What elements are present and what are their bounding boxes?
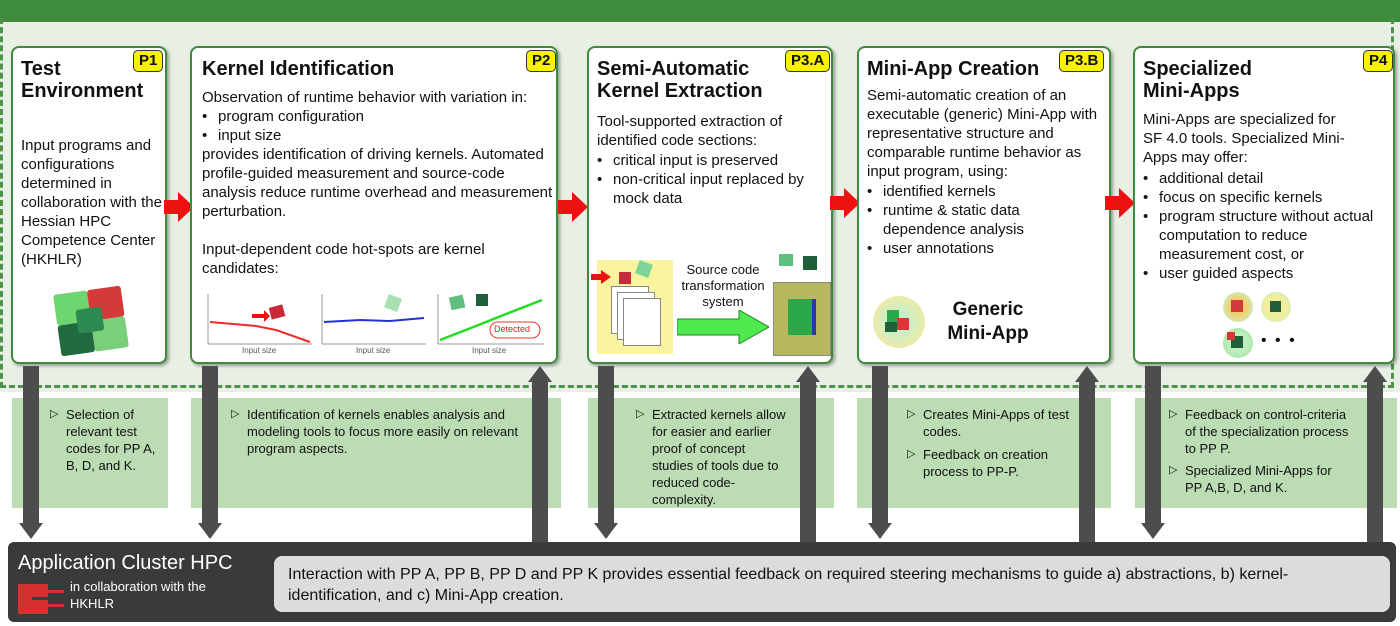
cluster-logo-icon [18,584,64,614]
specialized-app-icon [1223,328,1253,358]
up-arrow-head-icon [1363,366,1387,382]
feedback-item: Feedback on control-criteria of the spec… [1169,406,1350,457]
panel-text: Input-dependent code hot-spots are kerne… [202,241,485,277]
up-arrow-shaft [532,381,548,542]
panel-text: provides identification of driving kerne… [202,146,553,220]
down-arrow-shaft [23,366,39,524]
up-arrow-head-icon [1075,366,1099,382]
generic-mini-app-icon [873,296,925,348]
down-arrow-shaft [202,366,218,524]
panel-intro: Semi-automatic creation of an executable… [867,87,1098,180]
down-arrow-head-icon [1141,523,1165,539]
phase-badge: P1 [133,50,164,72]
down-arrow-shaft [1145,366,1161,524]
feedback-item: Selection of relevant test codes for PP … [50,406,166,474]
puzzle-icon [53,285,129,357]
feedback-item: Feedback on creation process to PP-P. [907,446,1093,480]
bullet-item: non-critical input replaced by mock data [593,170,831,208]
axis-label: Input size [242,346,277,355]
kernel-puzzle-icon [779,254,793,266]
source-code-icon [597,260,673,354]
down-arrow-head-icon [19,523,43,539]
bullet-item: user guided aspects [1139,264,1393,283]
feedback-box-p2: Identification of kernels enables analys… [191,398,561,508]
top-bar [0,0,1400,22]
panel-title: Semi-Automatic Kernel Extraction [597,58,763,102]
panel-title: Specialized Mini-Apps [1143,58,1252,102]
feedback-item: Extracted kernels allow for easier and e… [636,406,788,508]
panel-intro: Observation of runtime behavior with var… [202,89,528,106]
bullet-item: user annotations [863,239,1109,258]
panel-kernel-extraction: Semi-Automatic Kernel Extraction P3.A To… [587,46,833,364]
phase-badge: P3.B [1059,50,1105,72]
up-arrow-shaft [800,381,816,542]
panel-title: Test Environment [21,58,144,102]
kernel-puzzle-icon [803,256,817,270]
panel-title: Kernel Identification [202,58,395,80]
bullet-item: input size [198,126,281,145]
flow-arrow-right-icon [558,192,588,222]
extracted-kernel-icon [773,282,831,356]
transform-arrow-icon [677,310,769,344]
panel-specialized-mini-apps: Specialized Mini-Apps P4 Mini-Apps are s… [1133,46,1395,364]
feedback-item: Creates Mini-Apps of test codes. [907,406,1083,440]
small-red-arrow-icon [591,270,611,284]
down-arrow-head-icon [594,523,618,539]
bullet-item: identified kernels [863,182,1109,201]
axis-label: Input size [472,346,507,355]
hotspot-chart-2: Input size [320,292,428,356]
feedback-item: Identification of kernels enables analys… [231,406,531,457]
panel-test-environment: Test Environment P1 Input programs and c… [11,46,167,364]
down-arrow-shaft [598,366,614,524]
bullet-item: program configuration [198,107,364,126]
phase-badge: P4 [1363,50,1393,72]
cluster-note: Interaction with PP A, PP B, PP D and PP… [274,556,1390,612]
down-arrow-shaft [872,366,888,524]
more-ellipsis: • • • [1261,332,1297,349]
bullet-item: runtime & static data dependence analysi… [863,201,1063,239]
bullet-item: focus on specific kernels [1139,188,1393,207]
cluster-subtitle: in collaboration with the HKHLR [70,579,206,611]
bullet-item: additional detail [1139,169,1393,188]
hotspot-chart-1: Input size [206,292,314,356]
panel-title: Mini-App Creation [867,58,1040,80]
up-arrow-shaft [1367,381,1383,542]
bullet-item: critical input is preserved [593,151,831,170]
panel-text: Input programs and configurations determ… [21,137,162,268]
panel-kernel-identification: Kernel Identification P2 Observation of … [190,46,558,364]
phase-badge: P2 [526,50,556,72]
panel-intro: Mini-Apps are specialized for SF 4.0 too… [1143,111,1345,166]
flow-arrow-right-icon [164,192,194,222]
cluster-title: Application Cluster HPC [18,552,233,574]
generic-mini-app-label: Generic Mini-App [947,299,1029,344]
feedback-box-p3a: Extracted kernels allow for easier and e… [588,398,834,508]
feedback-item: Specialized Mini-Apps for PP A,B, D, and… [1169,462,1350,496]
feedback-box-p4: Feedback on control-criteria of the spec… [1135,398,1397,508]
detected-label: Detected [494,324,531,334]
transform-label: Source code transformation system [681,262,765,309]
axis-label: Input size [356,346,391,355]
flow-arrow-right-icon [830,188,860,218]
panel-intro: Tool-supported extraction of identified … [597,113,783,149]
up-arrow-head-icon [796,366,820,382]
specialized-app-icon [1261,292,1291,322]
down-arrow-head-icon [868,523,892,539]
hotspot-chart-3: Detected Input size [436,292,546,356]
specialized-app-icon [1223,292,1253,322]
phase-badge: P3.A [785,50,831,72]
feedback-box-p3b: Creates Mini-Apps of test codes. Feedbac… [857,398,1111,508]
bullet-item: program structure without actual computa… [1139,207,1393,264]
down-arrow-head-icon [198,523,222,539]
flow-arrow-right-icon [1105,188,1135,218]
panel-mini-app-creation: Mini-App Creation P3.B Semi-automatic cr… [857,46,1111,364]
up-arrow-shaft [1079,381,1095,542]
up-arrow-head-icon [528,366,552,382]
